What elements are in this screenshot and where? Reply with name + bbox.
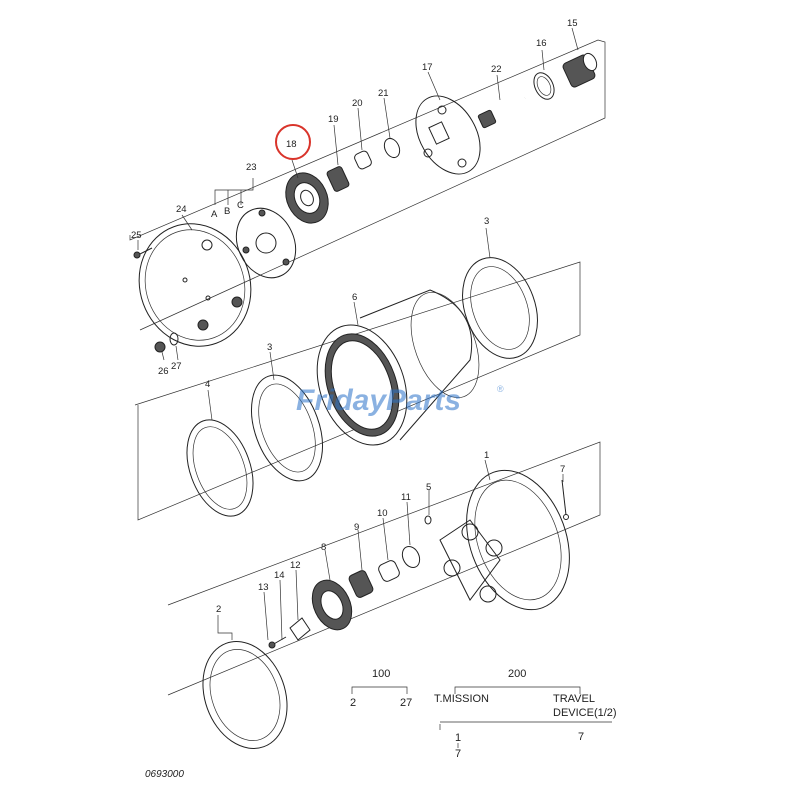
part-20-spacer — [354, 150, 372, 170]
callout-5: 5 — [426, 482, 431, 493]
callout-4: 4 — [205, 379, 210, 390]
leader-lines — [137, 27, 579, 641]
callout-1: 1 — [484, 450, 489, 461]
callout-23: 23 — [246, 162, 257, 173]
watermark-registered-mark: ® — [497, 384, 504, 394]
callout-16: 16 — [536, 38, 547, 49]
highlight-circle-18 — [275, 124, 311, 160]
callout-11: 11 — [401, 492, 411, 503]
callout-sub-b: B — [224, 206, 230, 217]
part-19-bearing — [326, 166, 350, 192]
part-15-coupling — [562, 52, 598, 88]
legend-left-top: 1 — [455, 732, 461, 744]
callout-17: 17 — [422, 62, 433, 73]
part-2-seal-ring — [202, 641, 288, 749]
callout-14: 14 — [274, 570, 285, 581]
legend-group-200: 200 — [508, 668, 526, 680]
callout-7: 7 — [560, 464, 565, 475]
callout-20: 20 — [352, 98, 363, 109]
callout-3-top: 3 — [484, 216, 489, 227]
part-1-housing — [439, 469, 570, 611]
legend-group-100: 100 — [372, 668, 390, 680]
callout-24: 24 — [176, 204, 187, 215]
part-26-27-plug — [154, 332, 179, 353]
callout-12: 12 — [290, 560, 301, 571]
legend-title-right-line1: TRAVEL — [553, 693, 595, 705]
part-21-washer — [383, 137, 401, 159]
legend-range-end: 27 — [400, 697, 412, 709]
callout-18: 18 — [286, 139, 297, 150]
part-24-cover — [138, 223, 252, 347]
part-8-gear — [311, 579, 353, 631]
part-3-bearing-mid — [251, 374, 323, 482]
legend-title-right-line2: DEVICE(1/2) — [553, 707, 617, 719]
callout-22: 22 — [491, 64, 502, 75]
callout-19: 19 — [328, 114, 339, 125]
legend-left-bottom: 7 — [455, 748, 461, 760]
part-7-bolt — [561, 479, 569, 520]
part-4-seal — [186, 419, 254, 517]
part-23-thrust-plate — [235, 207, 297, 279]
part-18-gear — [285, 172, 329, 224]
legend: 100 2 27 200 T.MISSION TRAVEL DEVICE(1/2… — [350, 668, 617, 760]
callout-sub-a: A — [211, 209, 218, 220]
watermark-text: FridayParts — [296, 384, 461, 417]
callouts: 1 2 3 3 4 5 6 7 8 9 10 11 12 13 14 15 16… — [131, 18, 578, 615]
part-10-spacer — [378, 560, 400, 582]
callout-3-mid: 3 — [267, 342, 272, 353]
part-17-carrier — [415, 95, 481, 175]
callout-2: 2 — [216, 604, 221, 615]
part-12-plate — [289, 617, 311, 641]
callout-8: 8 — [321, 542, 326, 553]
watermark: FridayParts ® — [296, 384, 504, 417]
part-6-ring-gear — [316, 289, 480, 446]
legend-right-bottom: 7 — [578, 731, 584, 743]
part-5-pin — [424, 515, 432, 525]
part-3-bearing-right — [462, 257, 538, 359]
part-16-snap-ring — [533, 72, 555, 100]
callout-25: 25 — [131, 230, 142, 241]
part-9-bearing — [348, 570, 374, 598]
legend-range-start: 2 — [350, 697, 356, 709]
callout-9: 9 — [354, 522, 359, 533]
callout-13: 13 — [258, 582, 269, 593]
callout-6: 6 — [352, 292, 357, 303]
part-11-washer — [401, 545, 421, 569]
callout-15: 15 — [567, 18, 578, 29]
legend-title-left: T.MISSION — [434, 693, 489, 705]
callout-26: 26 — [158, 366, 169, 377]
callout-sub-c: C — [237, 200, 244, 211]
part-25-bolt — [133, 247, 153, 259]
callout-27: 27 — [171, 361, 182, 372]
part-22-shaft — [477, 96, 526, 129]
callout-10: 10 — [377, 508, 388, 519]
callout-21: 21 — [378, 88, 389, 99]
part-13-14-bolt — [268, 636, 287, 649]
figure-reference: 0693000 — [145, 769, 184, 780]
